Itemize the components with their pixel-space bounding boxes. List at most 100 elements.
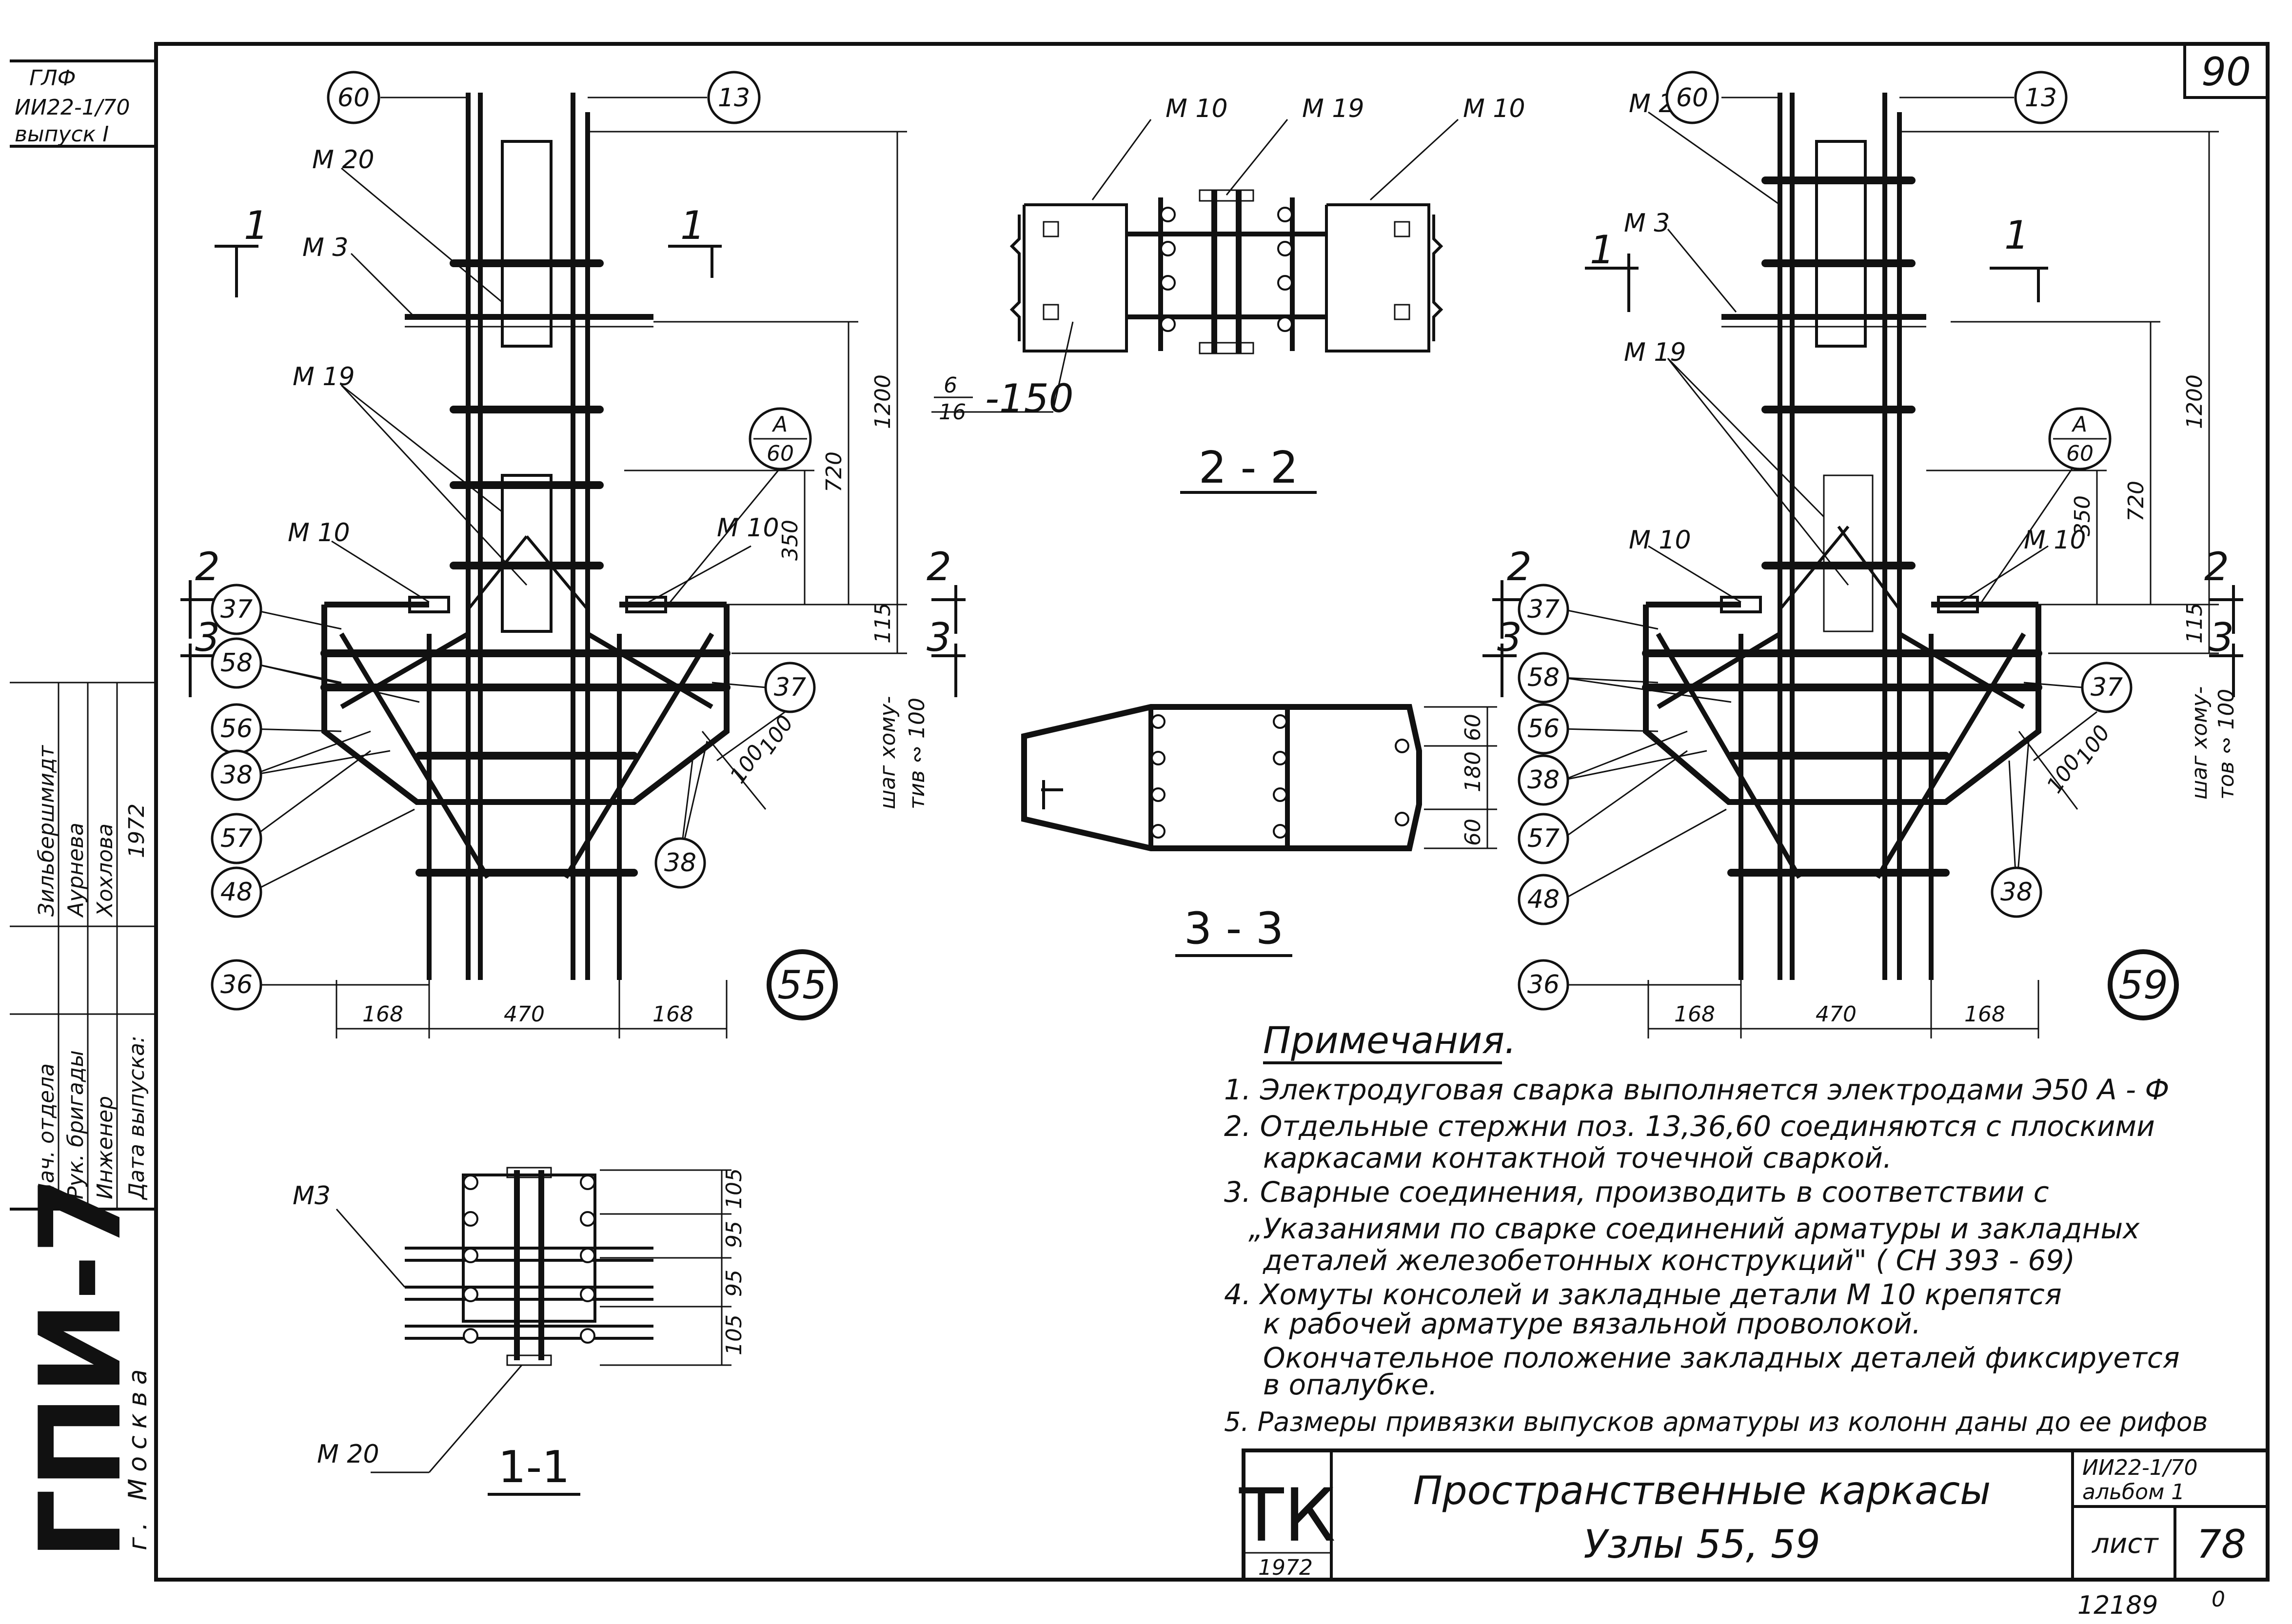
node59-dim-350: 350 [2070, 495, 2095, 536]
node59-section-2-right: 2 [2204, 544, 2229, 589]
node55-mark-38-right: 38 [664, 848, 696, 878]
node59-label-m3: М 3 [1624, 209, 1670, 238]
node59-mark-48: 48 [1527, 885, 1560, 914]
node59-stirrup-note-2: тов ∾ 100 [2214, 689, 2239, 800]
node59-dim-115: 115 [2182, 603, 2207, 644]
section22-weld-den: 16 [939, 400, 966, 425]
note-line-8: к рабочей арматуре вязальной проволокой. [1263, 1307, 1921, 1340]
node59-mark-38-right: 38 [2000, 878, 2033, 907]
node59-section-2-left: 2 [1507, 544, 1532, 589]
node55-dim-1200: 1200 [870, 374, 895, 429]
node-59-labels: М 20 60 13 М 3 М 19 М 10 М 10 А 60 1 1 2… [1497, 71, 2239, 1027]
node-55-drawing [180, 93, 966, 1038]
node55-section-2-right: 2 [927, 544, 951, 589]
node55-dim-bottom-3: 168 [652, 1002, 693, 1027]
strip-role-3: Инженер [93, 1096, 118, 1199]
node55-id: 55 [777, 962, 827, 1008]
node59-mark-60: 60 [1676, 83, 1708, 113]
note-line-3: каркасами контактной точечной сваркой. [1263, 1141, 1892, 1174]
node59-label-m10a: М 10 [1629, 526, 1691, 555]
note-line-7: 4. Хомуты консолей и закладные детали М … [1224, 1278, 2062, 1311]
node59-mark-58: 58 [1527, 663, 1560, 692]
title-year: 1972 [1258, 1555, 1313, 1580]
node55-dim-720: 720 [822, 451, 847, 492]
node59-dim-720: 720 [2124, 481, 2149, 522]
section11-label-m20: М 20 [317, 1440, 379, 1469]
title-sheet-no: 78 [2196, 1522, 2246, 1567]
node55-mark-38: 38 [220, 761, 253, 790]
strip-name-3: Хохлова [93, 823, 118, 918]
section11-dim-1: 105 [722, 1168, 747, 1209]
node59-mark-56: 56 [1527, 714, 1560, 744]
note-line-2: 2. Отдельные стержни поз. 13,36,60 соеди… [1224, 1110, 2155, 1143]
node55-mark-36: 36 [220, 970, 253, 999]
node55-dim-115: 115 [870, 603, 895, 644]
note-line-5: „Указаниями по сварке соединений арматур… [1248, 1212, 2140, 1245]
node59-id: 59 [2118, 962, 2168, 1008]
section22-title: 2 - 2 [1199, 442, 1298, 493]
node55-section-3-right: 3 [927, 615, 951, 660]
section22-weld-num: 6 [944, 373, 957, 398]
section22-label-m10-left: М 10 [1166, 94, 1228, 123]
sheet-frame: 90 [154, 42, 2270, 1582]
node59-section-1-right: 1 [2004, 213, 2029, 258]
node59-dim-1200: 1200 [2182, 374, 2207, 429]
strip-role-1: Нач. отдела [34, 1063, 59, 1199]
node59-callout-top: А [2071, 412, 2087, 437]
node59-mark-13: 13 [2025, 83, 2057, 113]
section11-dim-2: 95 [722, 1221, 747, 1248]
title-line-2: Узлы 55, 59 [1583, 1522, 1820, 1567]
node-59-drawing [1482, 93, 2243, 1038]
node55-dim-bottom-1: 168 [362, 1002, 403, 1027]
title-line-1: Пространственные каркасы [1413, 1468, 1991, 1513]
org-logo: ГПИ-7 [16, 1176, 146, 1560]
node59-callout-bottom: 60 [2066, 441, 2094, 466]
title-sheet-label: лист [2092, 1528, 2159, 1560]
section22-weld-len: -150 [985, 376, 1074, 421]
node55-label-m20: М 20 [312, 145, 375, 175]
title-archive-sub: 0 [2212, 1587, 2225, 1612]
node59-mark-37-right: 37 [2091, 673, 2123, 702]
section22-label-m10-right: М 10 [1463, 94, 1525, 123]
node59-section-1-left: 1 [1590, 227, 1615, 273]
node59-mark-38: 38 [1527, 765, 1560, 795]
node59-dim-bottom-3: 168 [1964, 1002, 2005, 1027]
org-city: г. Москва [123, 1362, 153, 1550]
node55-label-m19: М 19 [293, 362, 355, 391]
series-top-left: ИИ22-1/70 [15, 95, 130, 120]
section11-label-m3: М3 [293, 1181, 331, 1211]
section11-dim-4: 105 [722, 1314, 747, 1355]
node59-mark-37: 37 [1527, 595, 1560, 624]
node59-label-m19: М 19 [1624, 338, 1686, 367]
node59-section-3-right: 3 [2209, 615, 2234, 660]
section11-title: 1-1 [498, 1442, 570, 1493]
node55-mark-37: 37 [220, 595, 253, 624]
node55-mark-60: 60 [337, 83, 370, 113]
section33-title: 3 - 3 [1184, 903, 1284, 954]
title-series: ИИ22-1/70 [2082, 1455, 2198, 1480]
left-strip: ГЛФ ИИ22-1/70 выпуск I Нач. отдела Рук. … [10, 59, 156, 1560]
sheet-number-top: 90 [2201, 49, 2251, 95]
section11-dim-3: 95 [722, 1270, 747, 1297]
section-2-2: М 10 М 19 М 10 6 16 -150 2 - 2 [931, 94, 1525, 494]
node59-mark-36: 36 [1527, 970, 1560, 999]
node55-callout-top: А [771, 412, 788, 437]
strip-name-1: Зильбершмидт [34, 745, 59, 917]
node55-label-m10a: М 10 [288, 518, 350, 548]
node55-callout-bottom: 60 [767, 441, 794, 466]
node55-mark-58: 58 [220, 648, 253, 678]
section33-dim-1: 60 [1461, 714, 1485, 741]
strip-name-2: Аурнева [63, 822, 88, 918]
node59-mark-57: 57 [1527, 824, 1560, 853]
node59-label-m10b: М 10 [2024, 526, 2086, 555]
node55-section-1-right: 1 [680, 203, 705, 248]
node59-dim-bottom-1: 168 [1674, 1002, 1715, 1027]
node55-label-m10b: М 10 [717, 513, 779, 543]
node55-dim-bottom-2: 470 [504, 1002, 545, 1027]
node55-mark-48: 48 [220, 878, 253, 907]
node55-section-2-left: 2 [195, 544, 220, 589]
section33-dim-2: 180 [1461, 751, 1485, 792]
node55-label-m3: М 3 [302, 233, 348, 262]
note-line-1: 1. Электродуговая сварка выполняется эле… [1224, 1073, 2169, 1106]
